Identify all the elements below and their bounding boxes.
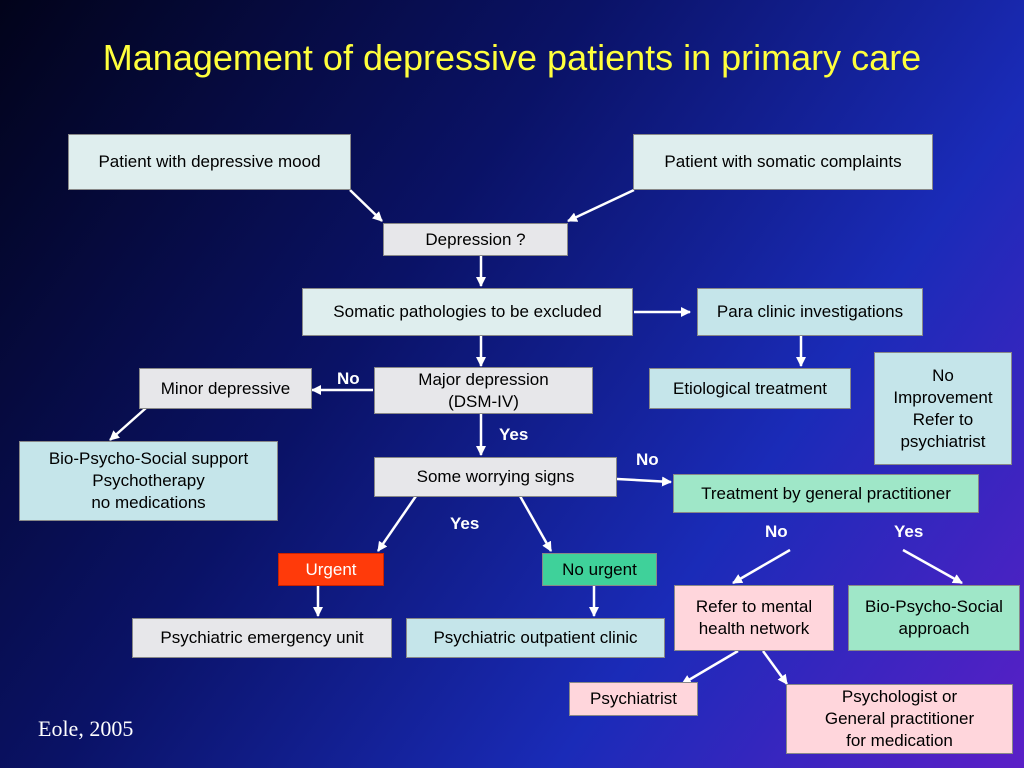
credit-text: Eole, 2005	[38, 716, 134, 741]
arrow-treatment-to-bioapproach	[902, 548, 963, 585]
psychologist-box: Psychologist or General practitioner for…	[786, 684, 1013, 754]
emergency-unit-box: Psychiatric emergency unit	[132, 618, 392, 658]
arrow-minor-to-bio-support	[109, 407, 147, 441]
depressive-mood-box: Patient with depressive mood	[68, 134, 351, 190]
urgent-box: Urgent	[278, 553, 384, 586]
minor-depressive-box: Minor depressive	[139, 368, 312, 409]
treatment-gp-box: Treatment by general practitioner	[673, 474, 979, 513]
refer-mental-box: Refer to mental health network	[674, 585, 834, 651]
somatic-excluded-box: Somatic pathologies to be excluded	[302, 288, 633, 336]
psychiatrist-box: Psychiatrist	[569, 682, 698, 716]
no-improvement-box: No Improvement Refer to psychiatrist	[874, 352, 1012, 465]
arrow-worrying-to-treatment	[616, 476, 672, 487]
label-yes-worrying: Yes	[450, 514, 480, 533]
somatic-complaints-box: Patient with somatic complaints	[633, 134, 933, 190]
label-no-minor: No	[337, 369, 360, 388]
arrow-worrying-to-urgent	[376, 495, 418, 552]
etiological-treatment-box: Etiological treatment	[649, 368, 851, 409]
label-yes-major: Yes	[499, 425, 529, 444]
para-clinic-box: Para clinic investigations	[697, 288, 923, 336]
bio-approach-box: Bio-Psycho-Social approach	[848, 585, 1020, 651]
arrow-somatic-to-depression	[567, 188, 635, 223]
no-urgent-box: No urgent	[542, 553, 657, 586]
label-no-worrying: No	[636, 450, 659, 469]
label-yes-gp: Yes	[894, 522, 924, 541]
arrow-treatment-to-refer	[732, 548, 791, 585]
label-no-gp: No	[765, 522, 788, 541]
depression-question-box: Depression ?	[383, 223, 568, 256]
outpatient-clinic-box: Psychiatric outpatient clinic	[406, 618, 665, 658]
page-title: Management of depressive patients in pri…	[102, 37, 922, 78]
arrow-mood-to-depression	[349, 189, 383, 222]
worrying-signs-box: Some worrying signs	[374, 457, 617, 497]
arrow-refer-to-psychiatrist	[681, 649, 739, 686]
arrow-refer-to-psychologist	[761, 650, 789, 685]
major-depression-box: Major depression (DSM-IV)	[374, 367, 593, 414]
arrow-worrying-to-nourgent	[518, 495, 553, 552]
bio-support-box: Bio-Psycho-Social support Psychotherapy …	[19, 441, 278, 521]
